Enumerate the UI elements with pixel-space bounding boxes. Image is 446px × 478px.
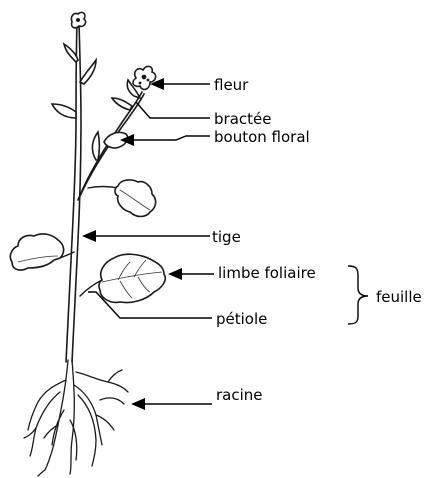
arrow-bouton-floral — [120, 134, 210, 146]
upper-right-leaf-drawing — [88, 180, 156, 217]
main-leaf-drawing — [80, 254, 165, 302]
label-tige: tige — [212, 228, 241, 246]
label-limbe-foliaire: limbe foliaire — [218, 264, 316, 282]
arrow-tige — [82, 230, 210, 242]
label-racine: racine — [216, 386, 263, 404]
arrow-limbe — [168, 268, 214, 280]
left-leaf-drawing — [10, 234, 74, 270]
roots-drawing — [24, 360, 128, 476]
feuille-brace — [348, 266, 368, 324]
upper-leaves-drawing — [52, 44, 96, 118]
label-bouton-floral: bouton floral — [214, 128, 310, 146]
top-flower-drawing — [71, 12, 85, 27]
arrow-racine — [131, 398, 212, 410]
arrow-bractee — [136, 102, 210, 118]
arrow-fleur — [150, 78, 210, 90]
flower-drawing — [133, 66, 156, 89]
flower-bud-drawing — [92, 132, 127, 160]
label-fleur: fleur — [214, 76, 249, 94]
label-petiole: pétiole — [216, 310, 267, 328]
label-bractee: bractée — [214, 110, 271, 128]
label-feuille: feuille — [376, 288, 422, 306]
